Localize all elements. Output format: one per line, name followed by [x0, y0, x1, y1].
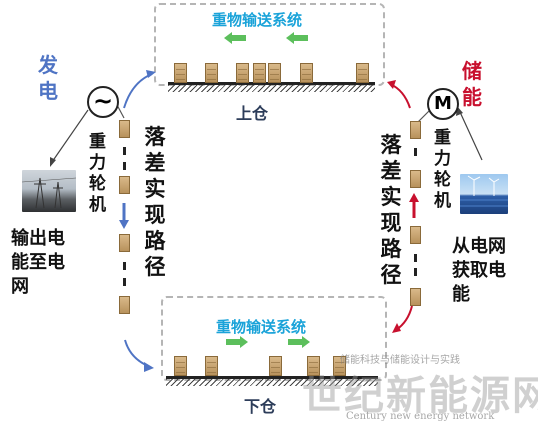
output-line: 能至电 — [11, 252, 65, 273]
weight-block — [356, 63, 369, 83]
chain-dash — [123, 147, 126, 155]
path-char: 差 — [380, 159, 402, 183]
machine-char: 重 — [434, 128, 451, 148]
weight-block — [333, 356, 346, 376]
path-char: 径 — [380, 263, 402, 287]
watermark-url: Century new energy network — [346, 411, 495, 422]
path-char: 实 — [144, 177, 166, 201]
chain-dash — [123, 262, 126, 270]
arrowhead-icon — [409, 193, 419, 202]
arrowhead-icon — [387, 80, 396, 89]
weight-block — [236, 63, 249, 83]
input-line: 从电网 — [452, 236, 506, 257]
weight-block — [174, 356, 187, 376]
lower-station-label: 下仓 — [244, 397, 277, 416]
weight-block — [269, 356, 282, 376]
falling-weight — [119, 234, 130, 252]
weight-block — [253, 63, 266, 83]
bottom-left-curve-arrow — [124, 339, 149, 367]
machine-char: 重 — [89, 132, 106, 152]
rising-weight — [410, 170, 421, 188]
bottom-conveyor-title: 重物输送系统 — [216, 318, 307, 336]
path-char: 现 — [144, 203, 166, 227]
path-char: 差 — [144, 151, 166, 175]
right-arrow-icon — [288, 336, 310, 348]
weight-block — [174, 63, 187, 83]
rising-weight — [410, 226, 421, 244]
path-char: 落 — [144, 125, 166, 149]
path-char: 路 — [144, 229, 166, 253]
lower-platform-hatch — [166, 379, 378, 386]
right-cable — [459, 111, 483, 161]
renewable-photo — [460, 174, 508, 214]
top-conveyor-arrows — [224, 32, 308, 44]
motor-symbol: M — [434, 93, 452, 114]
machine-char: 力 — [434, 149, 451, 169]
falling-weight — [119, 296, 130, 314]
chain-dash — [123, 278, 126, 286]
upper-platform — [168, 82, 375, 85]
machine-char: 轮 — [434, 170, 451, 190]
wind-turbine-icon — [460, 175, 508, 207]
weight-block — [268, 63, 281, 83]
path-char: 路 — [380, 237, 402, 261]
machine-char: 轮 — [89, 174, 106, 194]
upper-station-label: 上仓 — [236, 104, 269, 123]
rising-weight — [410, 121, 421, 139]
upper-platform-hatch — [168, 85, 375, 92]
left-arrow-icon — [286, 32, 308, 44]
weight-block — [307, 356, 320, 376]
weight-block — [205, 356, 218, 376]
path-char: 实 — [380, 185, 402, 209]
falling-weight — [119, 120, 130, 138]
machine-char: 机 — [89, 195, 106, 215]
arrowhead-icon — [144, 362, 154, 372]
rising-weight — [410, 288, 421, 306]
storage-mode-label: 储能 — [462, 59, 482, 109]
generate-mode-label: 发电 — [38, 53, 58, 103]
machine-char: 力 — [89, 153, 106, 173]
left-arrow-icon — [224, 32, 246, 44]
arrowhead-icon — [119, 220, 129, 229]
motor-icon: M — [427, 88, 459, 120]
generator-symbol: ~ — [92, 87, 114, 115]
lower-platform — [166, 376, 378, 379]
input-line: 获取电 — [452, 260, 506, 281]
watermark-subtitle: 储能科技与储能设计与实践 — [340, 355, 460, 366]
watermark-logo: 世纪新能源网 — [302, 372, 538, 419]
arrowhead-icon — [392, 323, 401, 333]
arrowhead-icon — [146, 70, 156, 78]
power-grid-photo — [21, 170, 77, 212]
right-arrow-icon — [226, 336, 248, 348]
output-line: 输出电 — [11, 228, 65, 249]
chain-dash — [414, 148, 417, 156]
chain-dash — [414, 268, 417, 276]
top-conveyor-title: 重物输送系统 — [212, 11, 303, 29]
right-motor-link — [417, 109, 431, 123]
input-line: 能 — [452, 284, 470, 305]
path-char: 径 — [144, 255, 166, 279]
weight-block — [205, 63, 218, 83]
left-cable — [51, 109, 89, 163]
generator-icon: ~ — [87, 86, 119, 118]
falling-weight — [119, 176, 130, 194]
output-line: 网 — [11, 276, 29, 297]
path-char: 现 — [380, 211, 402, 235]
arrowhead-icon — [50, 157, 56, 167]
power-tower-icon — [21, 177, 77, 209]
chain-dash — [414, 254, 417, 262]
weight-block — [300, 63, 313, 83]
machine-char: 机 — [434, 191, 451, 211]
bottom-conveyor-arrows — [226, 336, 310, 348]
top-left-curve-arrow — [123, 73, 153, 109]
path-char: 落 — [380, 133, 402, 157]
chain-dash — [123, 162, 126, 170]
